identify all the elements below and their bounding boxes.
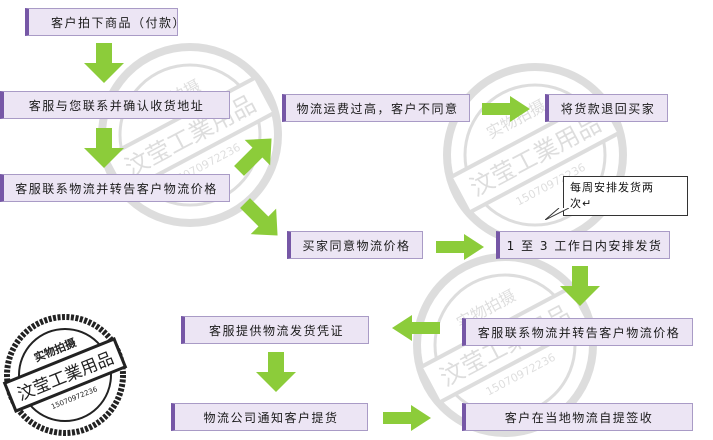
step-ship-within-days: 1 至 3 工作日内安排发货 [496, 231, 670, 259]
arrow-down-3 [560, 266, 600, 306]
step-logistics-notifies-pickup: 物流公司通知客户提货 [171, 403, 368, 431]
arrow-down-right [240, 198, 278, 236]
arrow-right-refund [482, 96, 530, 122]
arrow-down-2 [84, 128, 124, 168]
note-line-2: 次↵ [570, 197, 593, 210]
shipping-schedule-note: 每周安排发货两 次↵ [563, 176, 688, 216]
arrow-right-pickup [383, 405, 431, 431]
step-customer-self-pickup: 客户在当地物流自提签收 [462, 403, 693, 431]
company-stamp: 汶莹工業用品 实物拍摄 15070972236 [2, 314, 128, 436]
step-customer-places-order: 客户拍下商品（付款） [25, 8, 185, 36]
step-refund-buyer: 将货款退回买家 [545, 94, 668, 122]
watermark-stamp-2: 汶莹工業用品 实物拍摄 15070972236 [443, 63, 627, 247]
arrow-up-right [234, 138, 272, 176]
step-freight-too-high: 物流运费过高，客户不同意 [282, 94, 470, 122]
step-confirm-address: 客服与您联系并确认收货地址 [0, 91, 230, 119]
callout-pointer [545, 208, 569, 220]
step-notify-freight-price: 客服联系物流并转告客户物流价格 [0, 174, 230, 202]
arrow-left-proof [392, 315, 440, 341]
step-provide-shipping-proof: 客服提供物流发货凭证 [181, 316, 369, 344]
arrow-down-1 [84, 43, 124, 83]
note-line-1: 每周安排发货两 [570, 181, 654, 194]
step-buyer-agrees-price: 买家同意物流价格 [287, 231, 423, 259]
step-notify-freight-price-2: 客服联系物流并转告客户物流价格 [462, 318, 693, 346]
arrow-down-4 [256, 352, 296, 392]
arrow-right-ship [436, 234, 484, 260]
